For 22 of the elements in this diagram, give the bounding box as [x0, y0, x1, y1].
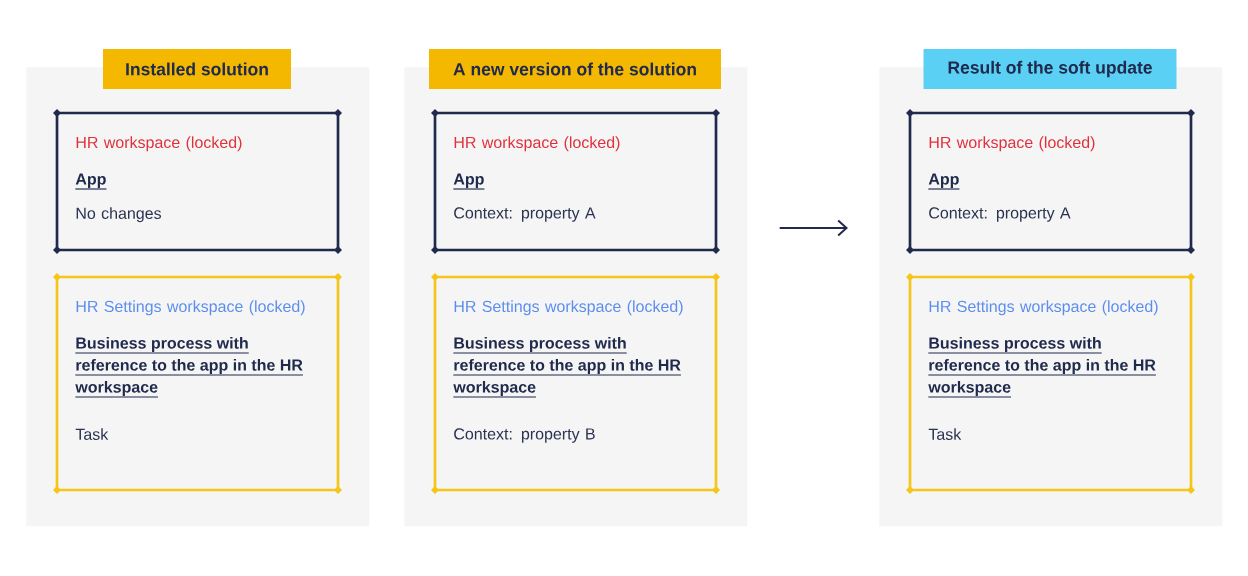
body-text: Task	[75, 428, 109, 440]
link-text: App	[927, 173, 961, 190]
body-text: Context: property A	[454, 207, 596, 222]
link-text: Business process with reference to the app in the HR workspace	[74, 337, 304, 398]
link-text: Business process with reference to the app in the HR workspace	[927, 337, 1157, 398]
workspace-title: HR workspace (locked)	[929, 136, 1095, 152]
heading-tag: Result of the soft update	[923, 49, 1177, 89]
link-text: App	[74, 173, 108, 190]
body-text: Context: property B	[454, 428, 595, 443]
link-text: App	[452, 173, 486, 190]
workspace-title: HR workspace (locked)	[76, 136, 242, 152]
body-text: Context: property A	[929, 207, 1071, 222]
body-text: No changes	[76, 207, 161, 223]
heading-tag: A new version of the solution	[429, 49, 721, 89]
workspace-title: HR Settings workspace (locked)	[929, 300, 1158, 316]
arrow	[778, 219, 848, 237]
workspace-title: HR Settings workspace (locked)	[76, 300, 305, 316]
workspace-title: HR workspace (locked)	[454, 136, 620, 152]
heading-tag: Installed solution	[103, 49, 291, 89]
body-text: Task	[928, 428, 962, 440]
workspace-title: HR Settings workspace (locked)	[454, 300, 683, 316]
link-text: Business process with reference to the app in the HR workspace	[452, 337, 682, 398]
